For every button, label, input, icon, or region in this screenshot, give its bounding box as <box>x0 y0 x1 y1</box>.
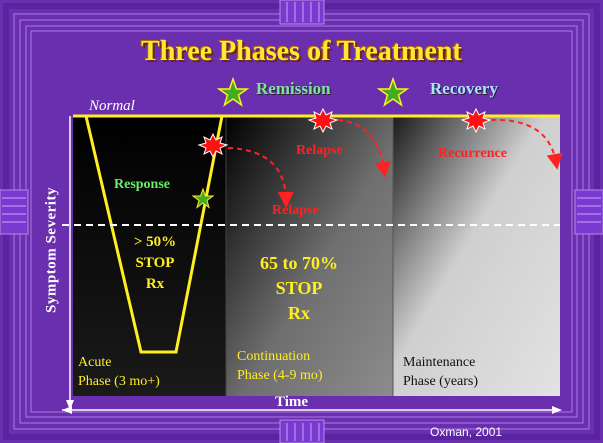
relapse-label: Relapse <box>296 143 343 158</box>
recurrence-burst-icon <box>460 107 492 134</box>
acute-stop-text: > 50% STOP Rx <box>118 232 192 295</box>
acute-stop-line2: STOP <box>135 255 175 271</box>
treatment-response-curve <box>84 115 224 354</box>
normal-label: Normal <box>89 98 135 114</box>
continuation-stop-text: 65 to 70% STOP Rx <box>236 251 362 326</box>
acute-stop-line1: > 50% <box>133 234 177 250</box>
slide-title: Three Phases of Treatment <box>141 36 462 67</box>
acute-phase-line1: Acute <box>78 355 112 370</box>
recurrence-label: Recurrence <box>438 146 507 161</box>
recovery-star-icon <box>376 76 410 107</box>
x-axis-label: Time <box>275 394 309 410</box>
y-axis-label: Symptom Severity <box>43 187 60 313</box>
relapse-label: Relapse <box>272 203 319 218</box>
continuation-stop-line1: 65 to 70% <box>260 253 338 273</box>
continuation-phase-line2: Phase (4-9 mo) <box>237 368 323 383</box>
recovery-label: Recovery <box>430 79 498 98</box>
relapse-burst-icon <box>197 132 229 159</box>
continuation-stop-line3: Rx <box>288 303 310 323</box>
maintenance-phase-line1: Maintenance <box>403 355 476 370</box>
credit-text: Oxman, 2001 <box>430 425 503 439</box>
continuation-phase-label: Continuation Phase (4-9 mo) <box>237 347 323 385</box>
remission-label: Remission <box>256 79 331 98</box>
continuation-stop-line2: STOP <box>275 278 323 298</box>
maintenance-phase-panel <box>393 116 560 396</box>
relapse-burst-icon <box>307 107 339 134</box>
maintenance-phase-label: Maintenance Phase (years) <box>403 353 478 391</box>
response-label: Response <box>114 177 171 192</box>
acute-stop-line3: Rx <box>145 276 165 292</box>
maintenance-phase-line2: Phase (years) <box>403 374 479 389</box>
continuation-phase-panel <box>226 116 393 396</box>
response-star-icon <box>191 187 215 209</box>
remission-star-icon <box>216 76 250 107</box>
continuation-phase-line1: Continuation <box>237 349 311 364</box>
acute-phase-label: Acute Phase (3 mo+) <box>78 353 160 391</box>
relapse-arrow <box>337 119 391 178</box>
recurrence-arrow <box>490 118 563 170</box>
acute-phase-line2: Phase (3 mo+) <box>78 374 160 389</box>
acute-phase-panel <box>73 116 226 396</box>
relapse-arrow <box>227 147 294 208</box>
